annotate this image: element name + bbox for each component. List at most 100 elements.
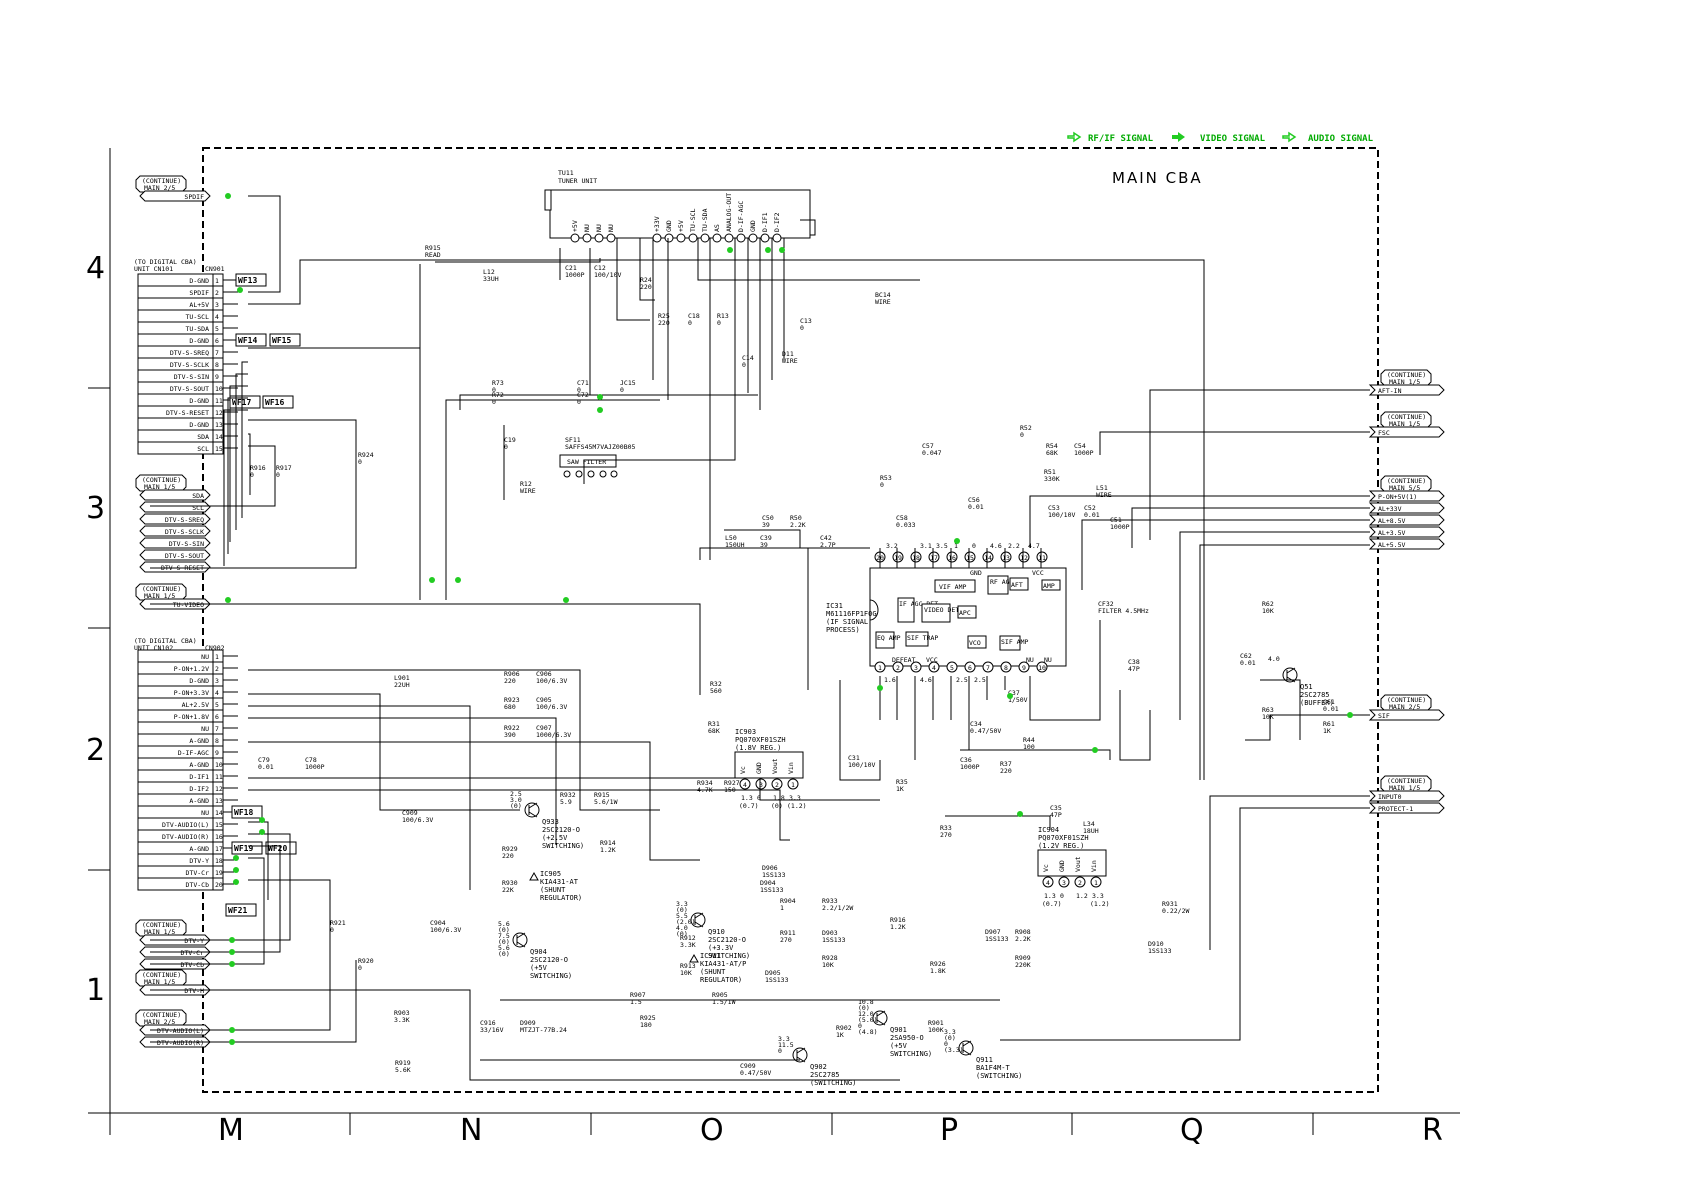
component-value: 100/6.3V (536, 677, 567, 685)
component-value: 1000P (305, 763, 325, 771)
cn901-pin-label: SCL (197, 445, 209, 453)
transistor-desc: (+5V (890, 1042, 908, 1050)
tuner-pin-label: GND (665, 220, 673, 232)
shunt-desc: REGULATOR) (540, 894, 582, 902)
component-value: 3.3K (394, 1016, 410, 1024)
component-ref: D905 (765, 969, 781, 977)
col-label-p: P (940, 1113, 958, 1148)
ic31-top-voltage: 4.7 (1028, 542, 1040, 550)
component-ref: R905 (712, 991, 728, 999)
component-ref: R927 (724, 779, 740, 787)
component-value: 10K (680, 969, 692, 977)
transistor-voltage: (0) (676, 906, 688, 914)
component-value: READ (425, 251, 441, 259)
component-value: 220 (640, 283, 652, 291)
cn902-pin-number: 1 (215, 653, 219, 661)
port-arrow (1368, 526, 1445, 538)
passive-components: R915READL1233UHC211000PC12100/10VR24220R… (250, 244, 1339, 1077)
component-ref: R917 (276, 464, 292, 472)
component-value: 0 (577, 398, 581, 406)
ic31-bottom-pin: 6 (968, 664, 972, 672)
cn901-dest-1: (TO DIGITAL CBA) (134, 258, 197, 266)
cn902-pin-number: 4 (215, 689, 219, 697)
ic31-block-vco: VCO (969, 639, 981, 647)
ic31-bottom-pin: 1 (878, 664, 882, 672)
reg-pin-number: 2 (775, 781, 779, 789)
transistor-voltage: (0) (498, 938, 510, 946)
right-port-continue: (CONTINUE) (1387, 777, 1426, 785)
port-arrow (139, 501, 211, 513)
reg-pin-name: Vc (739, 766, 747, 774)
component-ref: R904 (780, 897, 796, 905)
component-ref: R915 (594, 791, 610, 799)
left-port-continue: (CONTINUE) (142, 476, 181, 484)
reg-voltage-alt: (1.2) (787, 802, 807, 810)
cn901-pin-number: 7 (215, 349, 219, 357)
ic31-block-apc: APC (959, 609, 971, 617)
ic31-top-pin: 17 (930, 554, 938, 562)
row-index: 4 3 2 1 (86, 251, 110, 1008)
component-ref: R930 (502, 879, 518, 887)
left-port-continue-page: MAIN 2/5 (144, 1018, 175, 1026)
ic31-part: M61116FP1F0G (826, 610, 877, 618)
ic31-bottom-voltage: 4.6 (920, 676, 932, 684)
component-value: 1K (1323, 727, 1331, 735)
cn902-pin-number: 3 (215, 677, 219, 685)
cn901-pin-label: DTV-S-SOUT (170, 385, 209, 393)
cn901-pin-number: 6 (215, 337, 219, 345)
component-value: 39 (760, 541, 768, 549)
transistor-part: 2SC2120-O (542, 826, 580, 834)
component-value: 5.6K (395, 1066, 411, 1074)
component-value: 1000P (565, 271, 585, 279)
component-value: 47P (1128, 665, 1140, 673)
wiring (150, 195, 1370, 1081)
cn902-pin-number: 13 (215, 797, 223, 805)
transistor-voltage: (3.3) (944, 1046, 964, 1054)
left-port-signal: DTV-AUDIO(L) (157, 1027, 204, 1035)
tuner-pin-label: +5V (677, 220, 685, 232)
reg-pin-name: Vin (1090, 860, 1098, 872)
component-ref: C38 (1128, 658, 1140, 666)
col-label-r: R (1422, 1113, 1443, 1148)
ic31-label-nu2: NU (1044, 656, 1052, 664)
transistor-desc: (SWITCHING) (810, 1079, 856, 1087)
ic31-top-pin: 12 (1020, 554, 1028, 562)
reg-pin-name: GND (755, 762, 763, 774)
tuner-pin-label: NU (583, 224, 591, 232)
right-port-signal: AL+5.5V (1378, 541, 1405, 549)
component-ref: R25 (658, 312, 670, 320)
transistor-part: 2SC2785 (810, 1071, 840, 1079)
shunt-part: KIA431-AT/P (700, 960, 746, 968)
component-value: FILTER 4.5MHz (1098, 607, 1149, 615)
cn902-pin-number: 15 (215, 821, 223, 829)
component-value: 2.2K (790, 521, 806, 529)
wf21-label: WF21 (228, 906, 247, 915)
transistor-ref: Q911 (976, 1056, 993, 1064)
component-ref: R901 (928, 1019, 944, 1027)
component-value: 0 (250, 471, 254, 479)
cn902-pin-number: 18 (215, 857, 223, 865)
component-value: 220K (1015, 961, 1031, 969)
board-title: MAIN CBA (1112, 169, 1203, 187)
tuner-pin-label: D-IF2 (773, 212, 781, 232)
wf16-label: WF16 (265, 398, 284, 407)
shunt-regulators: IC905KIA431-AT(SHUNTREGULATOR)IC911KIA43… (529, 870, 746, 984)
transistor-desc: (+2.5V (542, 834, 568, 842)
component-value: 0.01 (1323, 705, 1339, 713)
cn902-dest-2: UNIT CN102 (134, 644, 173, 652)
rf-if-arrow-icon (1067, 131, 1082, 143)
right-port-signal: AL+33V (1378, 505, 1402, 513)
component-ref: C61 (1323, 698, 1335, 706)
transistor-voltage: 3.3 (944, 1028, 956, 1036)
component-value: 68K (1046, 449, 1058, 457)
transistor-voltage: 5.6 (498, 944, 510, 952)
cn901-pin-label: D-GND (189, 277, 209, 285)
cn902-pin-number: 20 (215, 881, 223, 889)
transistor-voltage: (0) (858, 1004, 870, 1012)
component-ref: L50 (725, 534, 737, 542)
reg-part: PQ070XF01SZH (1038, 834, 1089, 842)
port-arrow (139, 489, 211, 501)
component-ref: C34 (970, 720, 982, 728)
component-value: 0 (800, 324, 804, 332)
